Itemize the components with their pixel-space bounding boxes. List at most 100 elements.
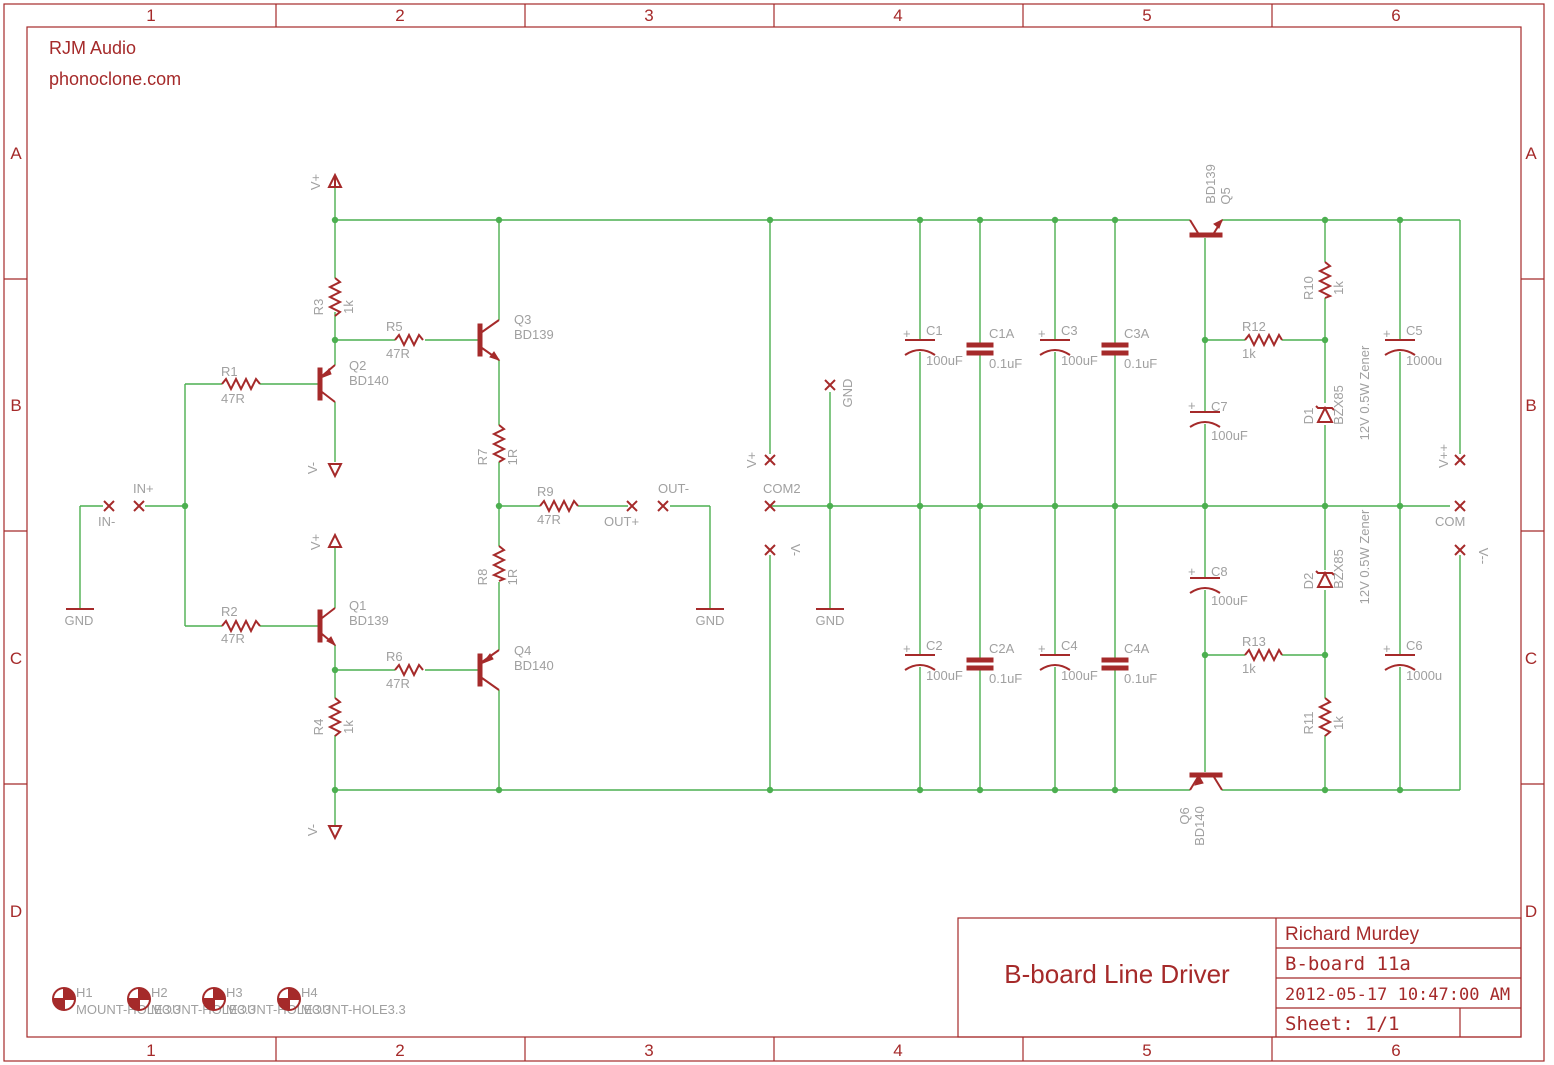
q2-value: BD140 (349, 373, 389, 388)
col-label-top-5: 5 (1142, 6, 1151, 25)
d1-name: D1 (1301, 408, 1316, 425)
pad-in-minus: IN- (98, 500, 115, 529)
c1a-name: C1A (989, 326, 1015, 341)
h2-label: MOUNT-HOLE3.3 (151, 1002, 256, 1017)
c3-name: C3 (1061, 323, 1078, 338)
svg-text:+: + (1188, 398, 1196, 413)
r8-name: R8 (475, 569, 490, 586)
mount-hole-h2: H2 MOUNT-HOLE3.3 (127, 985, 256, 1017)
vplus-arrow-q1: V+ (308, 532, 343, 550)
c8-value: 100uF (1211, 593, 1248, 608)
h4-name: H4 (301, 985, 318, 1000)
row-label-left-C: C (10, 649, 22, 668)
d1-note: 12V 0.5W Zener (1357, 345, 1372, 440)
company-name: RJM Audio (49, 38, 136, 58)
resistor-r8: R8 1R (475, 545, 520, 586)
pad-vminus-label: V- (788, 544, 803, 556)
resistor-r7: R7 1R (475, 424, 520, 466)
d1-value: BZX85 (1331, 385, 1346, 425)
svg-text:+: + (1188, 564, 1196, 579)
zener-diodes: D1 BZX85 12V 0.5W Zener D2 BZX85 12V 0.5… (1301, 345, 1372, 604)
pad-vplusplus: V++ (1436, 444, 1466, 468)
resistor-r6: R6 47R (386, 649, 424, 691)
resistor-r13: R13 1k (1242, 634, 1283, 676)
supply-symbols: V+ V- V+ V- GND GND GND (65, 172, 845, 841)
transistor-q6: Q6 BD140 (1177, 772, 1223, 846)
frame-labels: 1 2 3 4 5 6 1 2 3 4 5 6 A B C D A B C D (10, 6, 1537, 1060)
col-label-bottom-2: 2 (395, 1041, 404, 1060)
pad-out-plus: OUT+ (604, 500, 639, 529)
r13-name: R13 (1242, 634, 1266, 649)
mount-hole-h4: H4 MOUNT-HOLE3.3 (277, 985, 406, 1017)
c4a-value: 0.1uF (1124, 671, 1157, 686)
c1-name: C1 (926, 323, 943, 338)
h2-name: H2 (151, 985, 168, 1000)
pad-com: COM (1435, 500, 1466, 529)
pad-out-plus-label: OUT+ (604, 514, 639, 529)
c6-name: C6 (1406, 638, 1423, 653)
h1-label: MOUNT-HOLE3.3 (76, 1002, 181, 1017)
col-label-bottom-3: 3 (644, 1041, 653, 1060)
r3-name: R3 (311, 299, 326, 316)
q5-name: Q5 (1218, 187, 1233, 204)
r1-name: R1 (221, 364, 238, 379)
r11-value: 1k (1331, 716, 1346, 730)
author-name: Richard Murdey (1285, 924, 1420, 945)
pad-in-plus-label: IN+ (133, 481, 154, 496)
vplus-arrow-top: V+ (308, 172, 343, 190)
q6-name: Q6 (1177, 807, 1192, 824)
d2-value: BZX85 (1331, 549, 1346, 589)
d2-name: D2 (1301, 573, 1316, 590)
col-label-bottom-6: 6 (1391, 1041, 1400, 1060)
r2-name: R2 (221, 604, 238, 619)
title-block: B-board Line Driver Richard Murdey B-boa… (957, 917, 1522, 1038)
r11-name: R11 (1301, 712, 1316, 735)
pad-vminusminus-label: V-- (1476, 548, 1491, 565)
r6-name: R6 (386, 649, 403, 664)
h3-label: MOUNT-HOLE3.3 (226, 1002, 331, 1017)
drawing-frame (3, 3, 1545, 1062)
capacitor-c5: + C5 1000u (1383, 323, 1442, 368)
c5-name: C5 (1406, 323, 1423, 338)
col-label-top-1: 1 (146, 6, 155, 25)
row-label-right-A: A (1525, 144, 1537, 163)
capacitors: + C1 100uF C1A 0.1uF + C3 100uF C3A 0.1u… (903, 323, 1442, 686)
q3-name: Q3 (514, 312, 531, 327)
pad-vminusminus: V-- (1454, 544, 1491, 565)
row-label-left-A: A (10, 144, 22, 163)
c5-value: 1000u (1406, 353, 1442, 368)
gnd-label-3: GND (816, 613, 845, 628)
resistor-r11: R11 1k (1301, 697, 1346, 737)
c3a-name: C3A (1124, 326, 1150, 341)
drawing-title: B-board Line Driver (1004, 959, 1230, 989)
capacitor-c4a: C4A 0.1uF (1101, 641, 1157, 686)
row-label-left-B: B (10, 396, 21, 415)
board-name: B-board 11a (1285, 953, 1411, 975)
q5-value: BD139 (1203, 164, 1218, 204)
r7-name: R7 (475, 449, 490, 466)
connector-pads: IN- IN+ OUT+ OUT- V+ COM2 V- GND (98, 379, 1491, 565)
vminus-label-bottom: V- (305, 824, 320, 836)
resistor-r10: R10 1k (1301, 261, 1346, 300)
capacitor-c1a: C1A 0.1uF (966, 326, 1022, 371)
resistor-r12: R12 1k (1242, 319, 1283, 361)
d2-note: 12V 0.5W Zener (1357, 509, 1372, 604)
col-label-top-4: 4 (893, 6, 902, 25)
q3-value: BD139 (514, 327, 554, 342)
row-label-right-D: D (1525, 902, 1537, 921)
r2-value: 47R (221, 631, 245, 646)
capacitor-c3a: C3A 0.1uF (1101, 326, 1157, 371)
h3-name: H3 (226, 985, 243, 1000)
r6-value: 47R (386, 676, 410, 691)
col-label-bottom-5: 5 (1142, 1041, 1151, 1060)
capacitor-c6: + C6 1000u (1383, 638, 1442, 683)
col-label-top-3: 3 (644, 6, 653, 25)
r8-value: 1R (505, 569, 520, 586)
pad-com-label: COM (1435, 514, 1465, 529)
q6-value: BD140 (1192, 806, 1207, 846)
pad-out-minus: OUT- (657, 481, 689, 512)
transistor-q5: BD139 Q5 (1189, 164, 1233, 238)
c8-name: C8 (1211, 564, 1228, 579)
c1a-value: 0.1uF (989, 356, 1022, 371)
pad-com2: COM2 (763, 481, 801, 512)
